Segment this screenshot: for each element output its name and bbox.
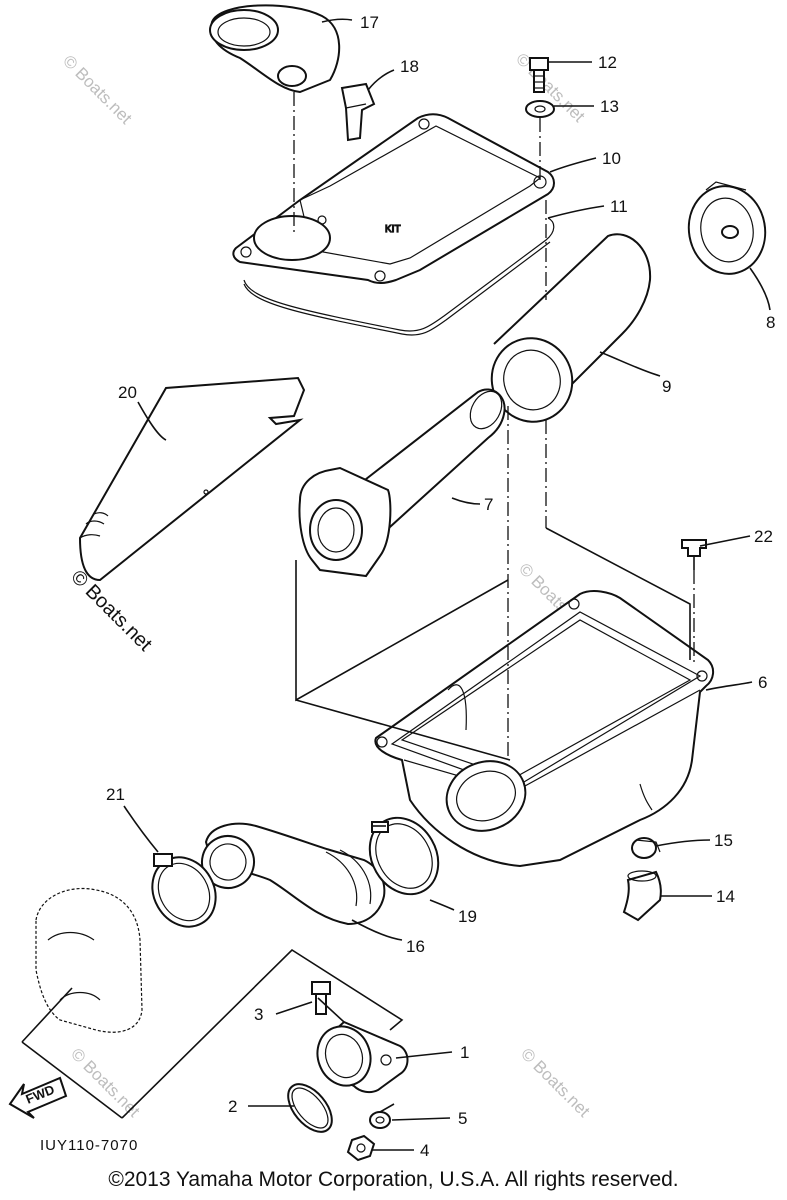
label-part-7: 7 xyxy=(484,495,493,514)
part-16-intake-joint xyxy=(201,822,386,926)
part-17-intake-duct xyxy=(209,4,341,94)
watermark-dark: © Boats.net xyxy=(66,566,156,656)
label-part-9: 9 xyxy=(662,377,671,396)
part-22-bolt xyxy=(681,539,707,570)
label-part-19: 19 xyxy=(458,907,477,926)
label-part-15: 15 xyxy=(714,831,733,850)
watermark: © Boats.net xyxy=(517,1044,594,1121)
part-20-side-cover xyxy=(78,376,306,582)
part-9-filter-element xyxy=(490,233,652,423)
label-part-3: 3 xyxy=(254,1005,263,1024)
label-part-5: 5 xyxy=(458,1109,467,1128)
label-part-16: 16 xyxy=(406,937,425,956)
part-13-washer xyxy=(525,100,555,118)
label-part-12: 12 xyxy=(598,53,617,72)
label-part-13: 13 xyxy=(600,97,619,116)
part-1-carb-joint xyxy=(316,1020,409,1094)
reference-lines xyxy=(21,527,691,1119)
svg-text:KIT: KIT xyxy=(385,224,401,235)
label-part-2: 2 xyxy=(228,1097,237,1116)
part-19-clamp xyxy=(368,816,440,896)
part-labels: 17 18 12 13 10 11 8 9 20 7 22 6 21 15 14… xyxy=(40,13,775,1160)
copyright-notice: ©2013 Yamaha Motor Corporation, U.S.A. A… xyxy=(108,1168,679,1191)
part-4-nut xyxy=(346,1134,376,1162)
part-10-case-cover: KIT xyxy=(232,113,555,284)
fwd-arrow-icon: FWD xyxy=(8,1076,68,1119)
part-8-filter-cap xyxy=(687,181,767,275)
part-15-clip xyxy=(631,837,661,859)
label-part-1: 1 xyxy=(460,1043,469,1062)
part-11-gasket xyxy=(243,217,555,336)
part-3-screw xyxy=(311,981,331,1015)
part-21-clamp xyxy=(151,853,217,928)
drawing-code: IUY110-7070 xyxy=(40,1137,138,1154)
alignment-lines xyxy=(293,92,695,760)
label-part-17: 17 xyxy=(360,13,379,32)
label-part-11: 11 xyxy=(610,197,628,216)
label-part-6: 6 xyxy=(758,673,767,692)
label-part-18: 18 xyxy=(400,57,419,76)
label-part-20: 20 xyxy=(118,383,137,402)
part-7-guide-tube xyxy=(298,388,506,578)
part-12-bolt xyxy=(529,57,549,93)
label-part-8: 8 xyxy=(766,313,775,332)
label-part-4: 4 xyxy=(420,1141,429,1160)
label-part-21: 21 xyxy=(106,785,125,804)
leader-lines xyxy=(123,18,771,1151)
part-14-drain xyxy=(622,870,662,922)
label-part-22: 22 xyxy=(754,527,773,546)
label-part-14: 14 xyxy=(716,887,735,906)
watermark: © Boats.net xyxy=(59,51,136,128)
part-18-elbow-hose xyxy=(340,82,376,142)
part-2-o-ring xyxy=(287,1083,333,1133)
watermark: © Boats.net xyxy=(67,1044,144,1121)
part-6-filter-case xyxy=(374,590,714,868)
label-part-10: 10 xyxy=(602,149,621,168)
part-5-washer xyxy=(369,1111,391,1129)
